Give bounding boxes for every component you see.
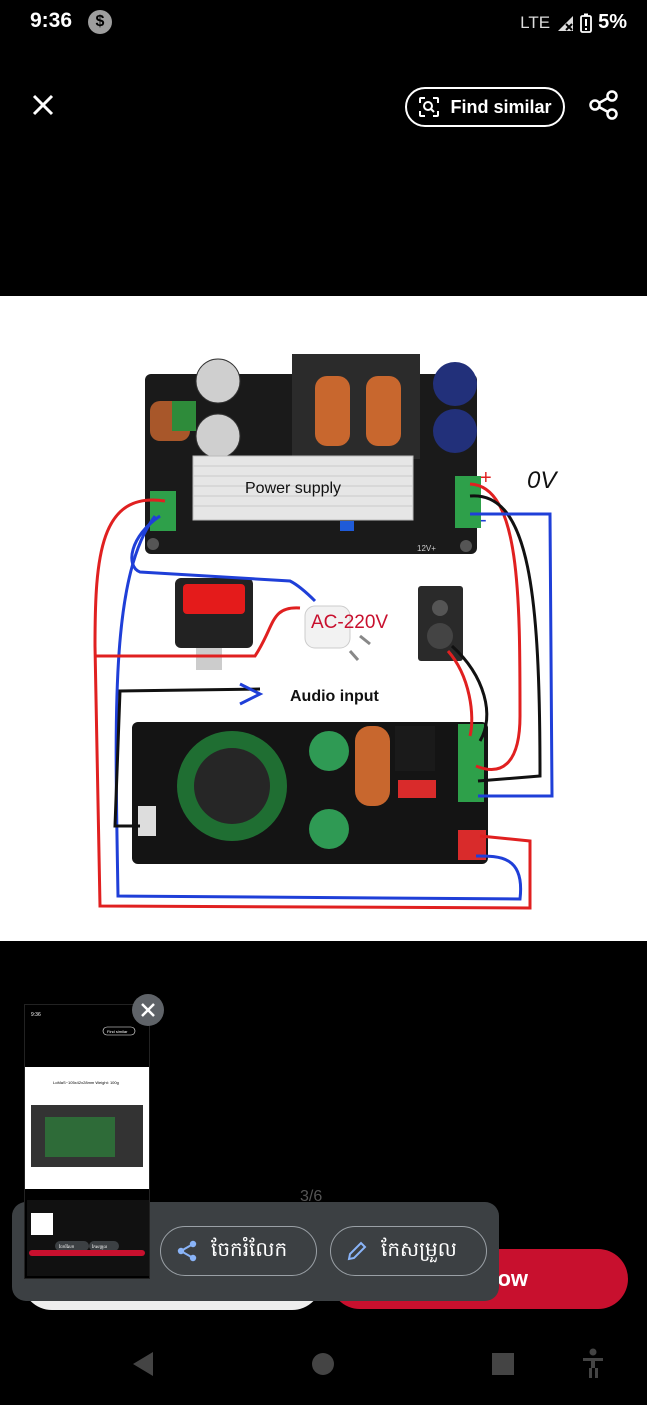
share-icon (177, 1240, 197, 1262)
thumb-spec: LoMaS~105x42x28mm Weight: 100g (53, 1080, 119, 1085)
network-type: LTE (520, 12, 551, 32)
share-label: ចែករំលែក (211, 1239, 288, 1261)
nav-buttons (133, 1348, 603, 1379)
find-similar-label: Find similar (450, 96, 552, 117)
thumb-time: 9:36 (31, 1012, 41, 1018)
rocker-switch (175, 578, 253, 670)
page-counter: 3/6 (300, 1188, 323, 1205)
wiring-diagram-image[interactable]: Power supply 12V+ + - 0V AC-220V Audio i… (0, 296, 647, 941)
close-icon (32, 94, 54, 116)
dismiss-thumbnail-button[interactable] (132, 994, 164, 1026)
edit-label: កែសម្រួល (381, 1239, 457, 1261)
zero-v-label: 0V (527, 467, 558, 494)
navigation-bar (0, 1326, 647, 1400)
close-icon (141, 1003, 155, 1017)
ac-plug (304, 605, 371, 661)
find-similar-button[interactable]: Find similar (405, 87, 565, 127)
back-icon[interactable] (133, 1352, 153, 1376)
battery-percent: 5% (598, 11, 627, 33)
battery-icon (580, 13, 592, 33)
speaker (418, 586, 463, 661)
power-supply-board (145, 354, 481, 554)
screenshot-thumbnail[interactable]: 9:36 Find similar LoMaS~105x42x28mm Weig… (24, 1004, 150, 1279)
power-supply-label: Power supply (245, 480, 341, 497)
share-icon (589, 90, 618, 120)
recents-icon[interactable] (492, 1353, 514, 1375)
share-screenshot-button[interactable]: ចែករំលែក (160, 1226, 317, 1276)
accessibility-icon[interactable] (583, 1348, 603, 1379)
edit-screenshot-button[interactable]: កែសម្រួល (330, 1226, 487, 1276)
minus-label: - (480, 509, 487, 531)
plus-label: + (480, 467, 492, 489)
pencil-icon (347, 1241, 367, 1261)
status-time: 9:36 (30, 9, 73, 32)
thumb-share: ចែករំលែក (59, 1244, 75, 1249)
ac-label: AC-220V (311, 612, 388, 633)
thumb-find-similar: Find similar (107, 1029, 128, 1034)
twelve-v-label: 12V+ (417, 544, 436, 553)
amplifier-board (132, 722, 488, 864)
audio-input-label: Audio input (290, 688, 380, 705)
primary-action-label: ow (497, 1266, 528, 1291)
thumbnail-preview: 9:36 Find similar LoMaS~105x42x28mm Weig… (25, 1012, 149, 1276)
wires (93, 482, 554, 910)
home-icon[interactable] (312, 1353, 334, 1375)
thumb-edit: កែសម្រួល (92, 1244, 107, 1250)
dollar-icon: $ (88, 10, 112, 34)
share-button[interactable] (587, 88, 621, 122)
status-indicators: LTE 5% (520, 11, 627, 34)
wiring-diagram: Power supply 12V+ + - 0V AC-220V Audio i… (93, 354, 558, 910)
lens-icon (419, 97, 440, 117)
signal-icon (558, 15, 574, 31)
close-button[interactable] (28, 90, 60, 122)
